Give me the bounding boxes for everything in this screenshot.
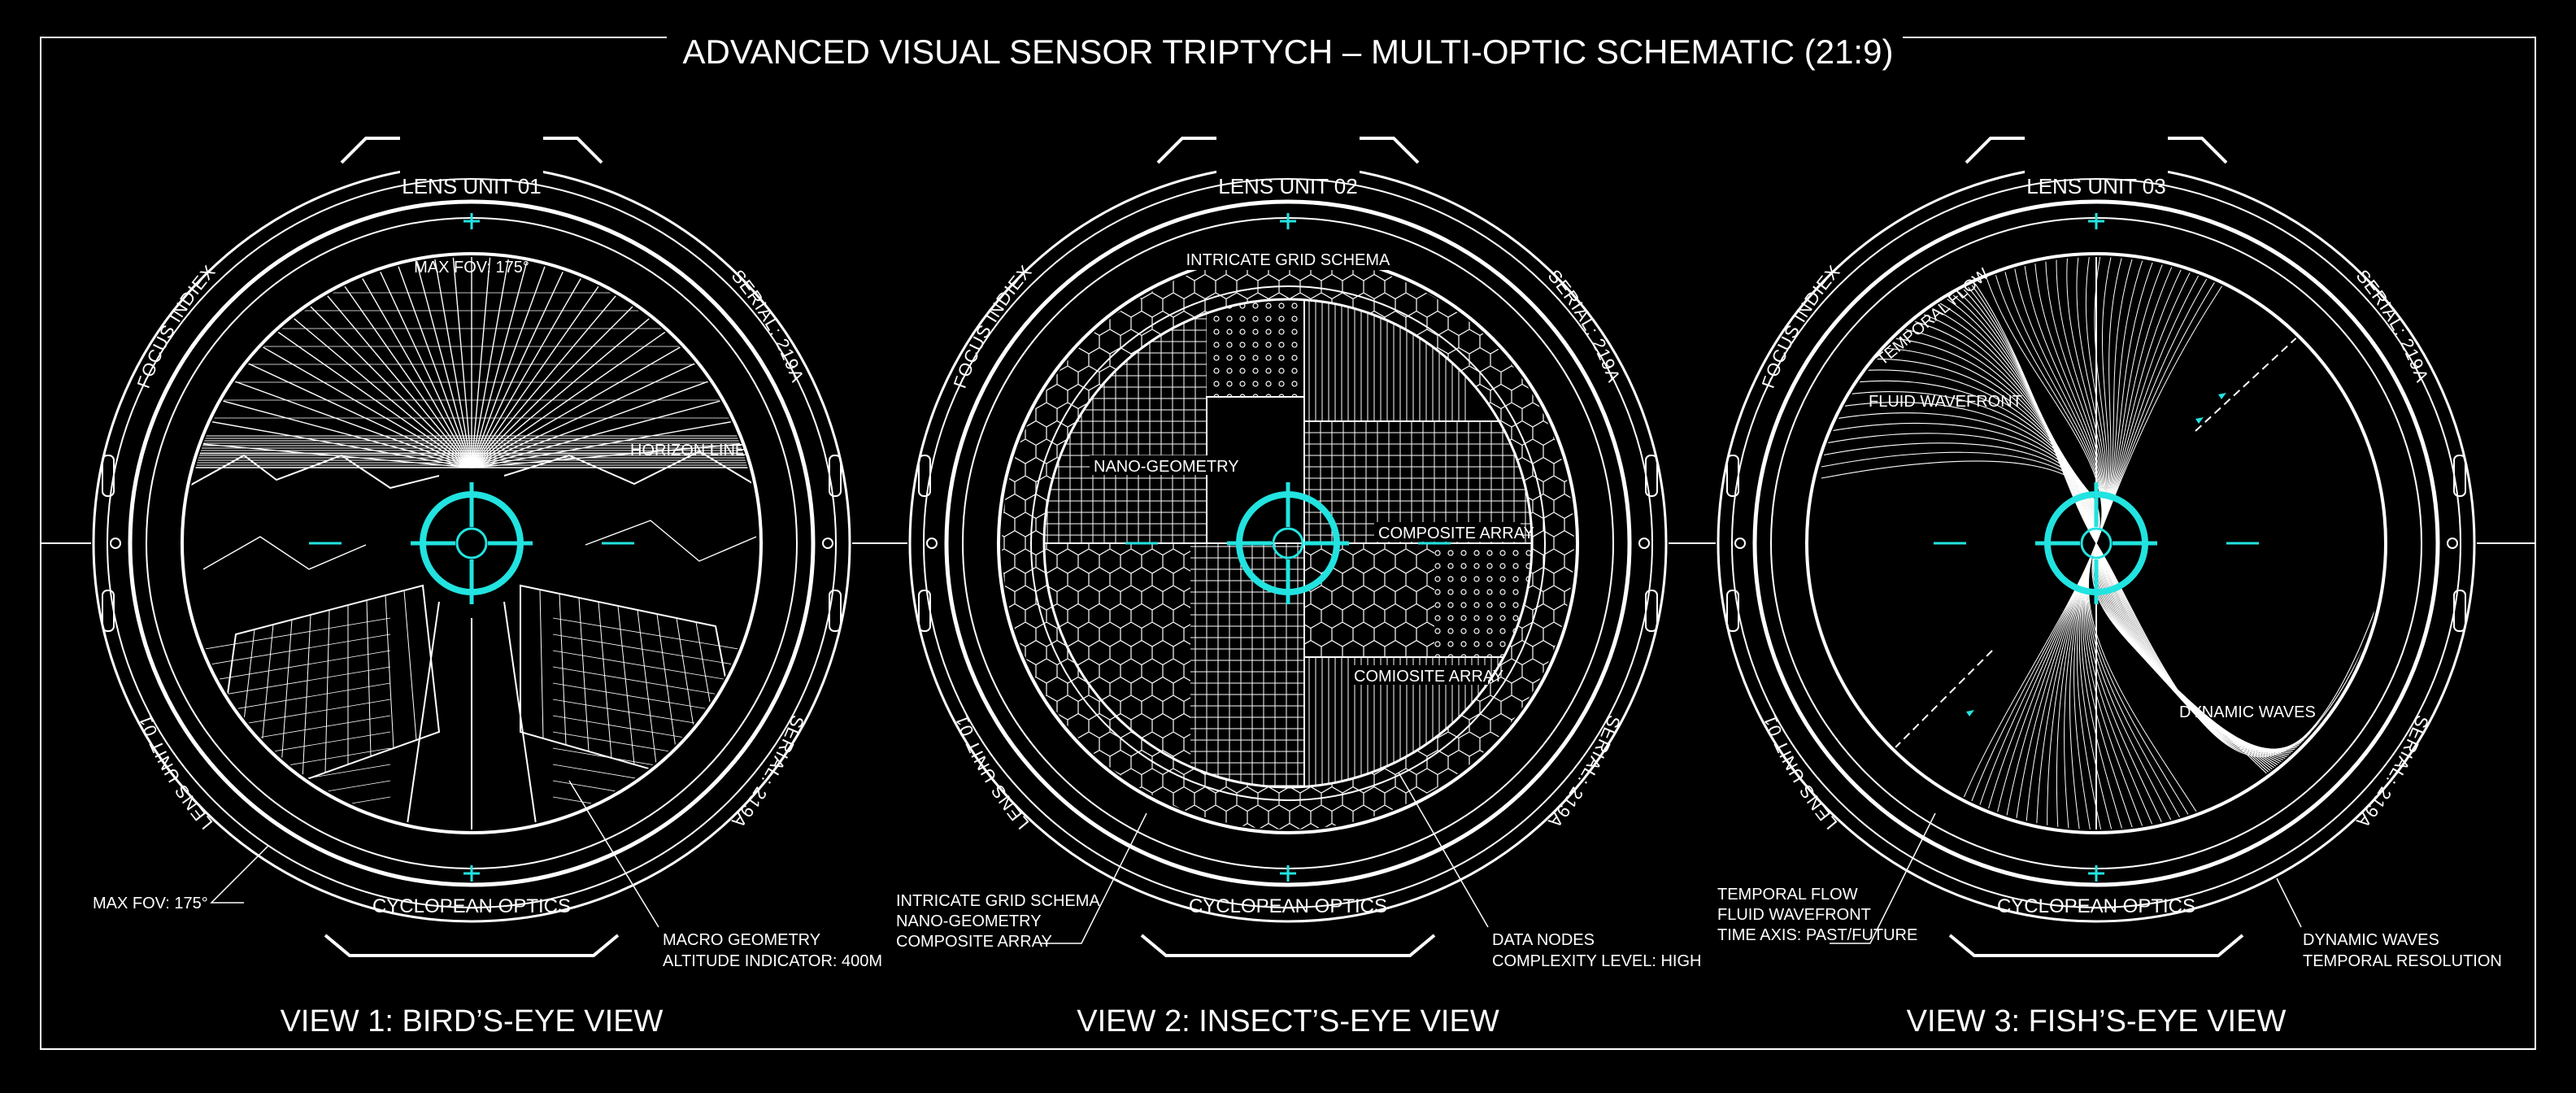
serial-top-label: SERIAL: 219A	[728, 266, 808, 385]
svg-text:TIME AXIS: PAST/FUTURE: TIME AXIS: PAST/FUTURE	[1717, 926, 1917, 944]
svg-text:COMPOSITE ARRAY: COMPOSITE ARRAY	[1378, 525, 1534, 542]
lens-scene-insect-eye	[1002, 257, 1574, 830]
serial-top-label: SERIAL: 219A	[2352, 266, 2433, 385]
max-fov-label: MAX FOV: 175°	[414, 259, 529, 277]
view-title: VIEW 2: INSECT’S-EYE VIEW	[1077, 1004, 1499, 1039]
svg-text:COMIOSITE ARRAY: COMIOSITE ARRAY	[1354, 668, 1503, 686]
lens-unit-2: LENS UNIT 02 FOCUS INDIEX SERIAL: 219A L…	[896, 96, 1702, 1039]
lens-unit-1: LENS UNIT 01 FOCUS INDIEX SERIAL: 219A L…	[92, 96, 882, 1039]
svg-text:DYNAMIC WAVES: DYNAMIC WAVES	[2179, 703, 2316, 721]
svg-text:MAX FOV: 175°: MAX FOV: 175°	[93, 895, 208, 912]
serial-bottom-label: SERIAL: 219A	[728, 712, 808, 832]
lens-scene-birds-eye	[185, 257, 758, 830]
svg-text:ALTITUDE INDICATOR: 400M: ALTITUDE INDICATOR: 400M	[663, 952, 882, 970]
lens-unit-label: LENS UNIT 03	[2026, 174, 2165, 198]
svg-text:MACRO GEOMETRY: MACRO GEOMETRY	[663, 931, 820, 949]
svg-text:NANO-GEOMETRY: NANO-GEOMETRY	[896, 912, 1042, 930]
lens-scene-fish-eye	[1821, 257, 2375, 830]
callout-left: INTRICATE GRID SCHEMA NANO-GEOMETRY COMP…	[896, 812, 1147, 951]
view-title: VIEW 3: FISH’S-EYE VIEW	[1907, 1004, 2287, 1039]
svg-text:TEMPORAL FLOW: TEMPORAL FLOW	[1717, 886, 1858, 904]
inner-labels: INTRICATE GRID SCHEMA NANO-GEOMETRY COMP…	[1090, 249, 1534, 686]
svg-text:INTRICATE GRID SCHEMA: INTRICATE GRID SCHEMA	[1186, 251, 1390, 269]
lens-unit-label: LENS UNIT 02	[1218, 174, 1357, 198]
callout-right: DATA NODES COMPLEXITY LEVEL: HIGH	[1398, 772, 1702, 970]
callout-right: DYNAMIC WAVES TEMPORAL RESOLUTION	[2276, 877, 2502, 970]
horizon-line-label: HORIZON LINE	[630, 442, 746, 459]
lens-unit-3: LENS UNIT 03 FOCUS INDIEX SERIAL: 219A L…	[1717, 96, 2502, 1039]
crosshair-reticle-icon	[309, 213, 634, 882]
brand-label: CYCLOPEAN OPTICS	[1189, 895, 1387, 917]
lens-housing	[908, 137, 1668, 957]
crosshair-reticle-icon	[1934, 213, 2259, 882]
svg-text:DYNAMIC WAVES: DYNAMIC WAVES	[2303, 931, 2439, 949]
page-title: ADVANCED VISUAL SENSOR TRIPTYCH – MULTI-…	[683, 33, 1894, 71]
crosshair-reticle-icon	[1125, 213, 1451, 882]
svg-text:TEMPORAL RESOLUTION: TEMPORAL RESOLUTION	[2303, 952, 2502, 970]
callout-right: MACRO GEOMETRY ALTITUDE INDICATOR: 400M	[568, 780, 882, 970]
svg-text:COMPOSITE ARRAY: COMPOSITE ARRAY	[896, 933, 1052, 951]
brand-label: CYCLOPEAN OPTICS	[372, 895, 571, 917]
svg-text:FLUID WAVEFRONT: FLUID WAVEFRONT	[1717, 906, 1871, 924]
lens-unit-label: LENS UNIT 01	[402, 174, 541, 198]
view-title: VIEW 1: BIRD’S-EYE VIEW	[281, 1004, 664, 1039]
svg-text:FLUID WAVEFRONT: FLUID WAVEFRONT	[1869, 393, 2022, 411]
serial-bottom-label: SERIAL: 219A	[2352, 712, 2433, 832]
brand-label: CYCLOPEAN OPTICS	[1997, 895, 2195, 917]
serial-top-label: SERIAL: 219A	[1544, 266, 1625, 385]
svg-text:COMPLEXITY LEVEL: HIGH: COMPLEXITY LEVEL: HIGH	[1492, 952, 1702, 970]
svg-text:TEMPORAL FLOW: TEMPORAL FLOW	[1873, 265, 1992, 369]
serial-bottom-label: SERIAL: 219A	[1544, 712, 1625, 832]
svg-text:NANO-GEOMETRY: NANO-GEOMETRY	[1094, 458, 1239, 476]
outer-frame	[40, 37, 2536, 1050]
callout-left: TEMPORAL FLOW FLUID WAVEFRONT TIME AXIS:…	[1717, 812, 1936, 944]
svg-text:INTRICATE GRID SCHEMA: INTRICATE GRID SCHEMA	[896, 892, 1100, 910]
callout-left: MAX FOV: 175°	[93, 845, 269, 912]
svg-text:DATA NODES: DATA NODES	[1492, 931, 1595, 949]
